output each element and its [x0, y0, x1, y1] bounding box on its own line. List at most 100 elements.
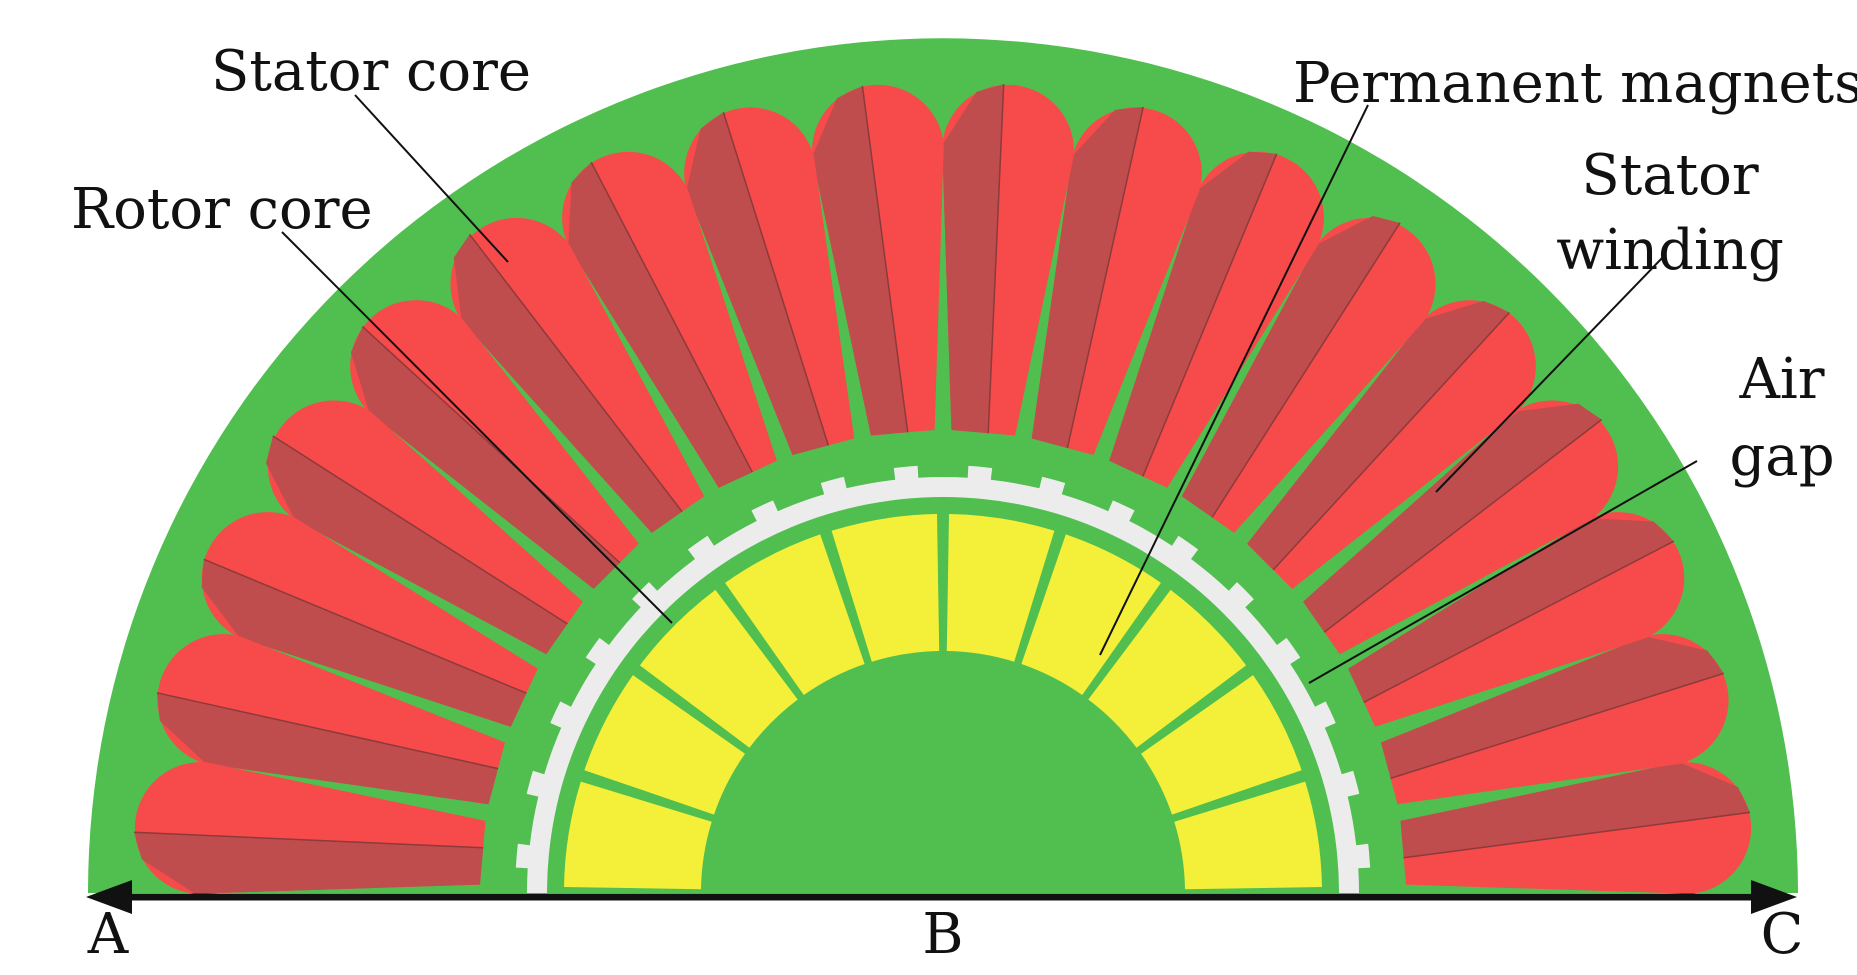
- stator-tooth-tip: [842, 463, 896, 489]
- winding-coil-dark: [686, 112, 829, 455]
- label-permanent-magnets: Permanent magnets: [1293, 51, 1857, 116]
- stator-slot: [942, 84, 1074, 436]
- stator-slot: [1303, 400, 1619, 655]
- winding-coil-dark: [942, 84, 1004, 434]
- rotor-inner-core: [709, 659, 1177, 893]
- axis-label-c: C: [1761, 902, 1804, 967]
- winding-coil-dark: [350, 326, 620, 589]
- winding-divider: [861, 85, 909, 433]
- stator-slot: [201, 512, 538, 727]
- winding-divider: [1066, 106, 1144, 449]
- axis-arrow-left: [86, 880, 132, 914]
- stator-slot: [1031, 106, 1202, 455]
- winding-coil-dark: [1109, 151, 1277, 477]
- winding-divider: [987, 84, 1005, 434]
- stator-slot: [1381, 634, 1729, 805]
- rotor-inner-body: [709, 659, 1177, 893]
- axis-label-a: A: [87, 902, 129, 967]
- stator-slot: [450, 217, 705, 533]
- stator-slot: [812, 84, 944, 436]
- label-stator-core: Stator core: [211, 39, 531, 104]
- stator-tooth-tip: [1358, 867, 1375, 893]
- stator-tooth-tip: [1347, 792, 1373, 846]
- stator-tooth-tip: [705, 506, 757, 546]
- permanent-magnet: [725, 534, 865, 695]
- winding-coil-dark: [1247, 300, 1510, 570]
- stator-slot: [1181, 216, 1436, 533]
- permanent-magnet: [1021, 534, 1161, 695]
- stator-tooth-tip: [596, 596, 641, 645]
- stator-slot: [134, 762, 486, 894]
- permanent-magnet: [946, 514, 1055, 662]
- stator-tooth-tip: [771, 479, 825, 512]
- leader-permanent-magnets: [1099, 104, 1369, 656]
- stator-teeth: [511, 461, 1375, 893]
- winding-divider: [1403, 811, 1751, 859]
- winding-coil-dark: [1381, 636, 1724, 779]
- stator-tooth-tip: [990, 463, 1044, 489]
- permanent-magnet: [639, 589, 798, 748]
- stator-tooth-tip: [1245, 596, 1290, 645]
- winding-divider: [361, 326, 621, 564]
- permanent-magnet: [1174, 781, 1322, 890]
- stator-tooth-tip: [646, 546, 695, 591]
- winding-coil-dark: [157, 692, 498, 805]
- winding-coil-dark: [201, 559, 527, 727]
- winding-coil-dark: [1031, 107, 1144, 448]
- stator-tooth-tip: [1191, 546, 1240, 591]
- winding-divider: [1272, 311, 1510, 571]
- winding-divider: [1323, 419, 1603, 633]
- stator-slot: [684, 107, 855, 455]
- stator-slot: [1247, 300, 1536, 589]
- stator-tooth-tip: [917, 461, 969, 478]
- winding-divider: [722, 111, 830, 446]
- leader-stator-winding: [1435, 254, 1666, 493]
- stator-slot: [156, 634, 505, 805]
- winding-divider: [1211, 222, 1401, 518]
- stator-slot: [562, 151, 777, 488]
- winding-divider: [134, 831, 484, 849]
- winding-coil-dark: [1348, 518, 1674, 703]
- label-air-gap-line2: gap: [1729, 424, 1834, 489]
- winding-divider: [590, 161, 753, 473]
- label-rotor-core: Rotor core: [71, 177, 373, 242]
- stator-tooth-tip: [513, 792, 539, 846]
- winding-divider: [1363, 540, 1675, 703]
- stator-slot: [1400, 762, 1752, 894]
- label-stator-winding-line2: winding: [1556, 218, 1784, 283]
- winding-divider: [469, 233, 683, 513]
- permanent-magnet: [1088, 589, 1247, 748]
- winding-divider: [1390, 672, 1725, 780]
- permanent-magnet: [564, 781, 712, 890]
- stator-tooth-tip: [1061, 479, 1115, 512]
- stator-tooth-tip: [511, 867, 528, 893]
- winding-coil-dark: [568, 162, 753, 488]
- stator-tooth-tip: [1129, 506, 1181, 546]
- axis-arrow-right: [1751, 880, 1797, 914]
- winding-coil-dark: [812, 86, 908, 436]
- winding-coil-dark: [266, 436, 568, 655]
- leader-rotor-core: [281, 231, 673, 624]
- label-air-gap-line1: Air: [1738, 347, 1824, 412]
- permanent-magnet: [1141, 675, 1302, 815]
- stator-tooth-tip: [1290, 655, 1330, 707]
- permanent-magnet: [584, 675, 745, 815]
- stator-tooth-tip: [556, 655, 596, 707]
- stator-windings: [134, 84, 1752, 894]
- permanent-magnet: [831, 514, 940, 662]
- winding-coil-dark: [453, 234, 683, 533]
- leader-air-gap: [1308, 460, 1698, 684]
- stator-slot: [1348, 512, 1685, 727]
- winding-coil-dark: [1181, 216, 1400, 518]
- axis-label-b: B: [922, 902, 963, 967]
- stator-tooth-tip: [1324, 721, 1357, 775]
- stator-slot: [1109, 151, 1324, 488]
- label-stator-winding-line1: Stator: [1581, 143, 1758, 208]
- leader-stator-core: [354, 94, 509, 263]
- stator-slot: [266, 400, 583, 655]
- winding-divider: [1142, 153, 1278, 477]
- permanent-magnets: [564, 514, 1322, 890]
- winding-coil-dark: [1400, 762, 1750, 858]
- winding-coil-dark: [134, 832, 484, 894]
